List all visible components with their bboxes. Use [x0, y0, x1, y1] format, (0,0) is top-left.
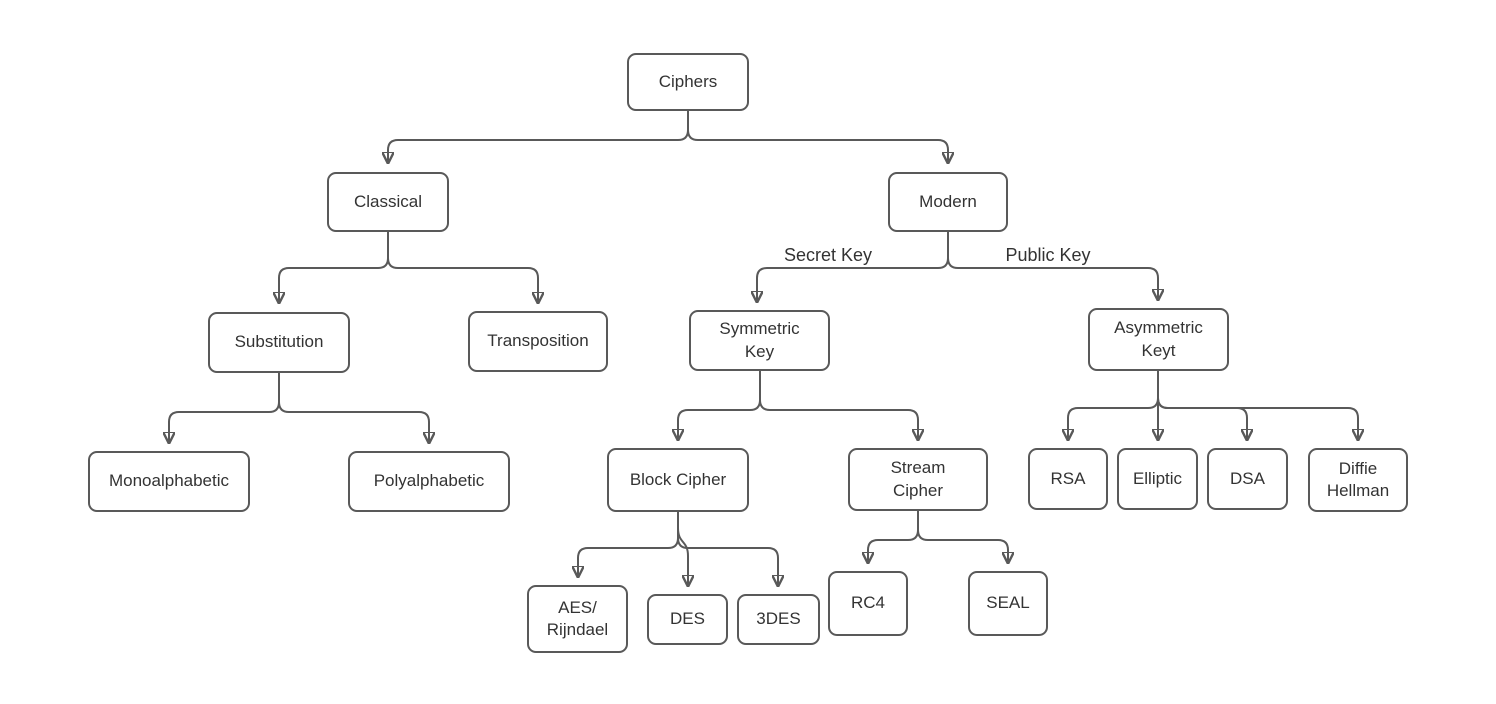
edge-symmetric-stream-cipher: [759, 371, 918, 439]
edge-block-3des: [677, 512, 778, 585]
node-symmetric-key: Symmetric Key: [689, 310, 830, 371]
node-polyalphabetic: Polyalphabetic: [348, 451, 510, 512]
node-block-cipher: Block Cipher: [607, 448, 749, 512]
edge-substitution-polyalphabetic: [278, 373, 429, 442]
edge-substitution-monoalphabetic: [169, 373, 280, 442]
node-seal: SEAL: [968, 571, 1048, 636]
edge-classical-transposition: [387, 232, 538, 302]
node-substitution: Substitution: [208, 312, 350, 373]
edge-stream-seal: [917, 511, 1008, 562]
edge-stream-rc4: [868, 511, 919, 562]
node-monoalphabetic: Monoalphabetic: [88, 451, 250, 512]
edge-ciphers-classical: [388, 111, 689, 162]
node-diffie-hellman: Diffie Hellman: [1308, 448, 1408, 512]
node-elliptic: Elliptic: [1117, 448, 1198, 510]
edge-label-secret-key: Secret Key: [768, 245, 888, 266]
node-ciphers: Ciphers: [627, 53, 749, 111]
node-aes-rijndael: AES/ Rijndael: [527, 585, 628, 653]
edge-block-aes: [578, 512, 679, 576]
node-des: DES: [647, 594, 728, 645]
edge-modern-symmetric: [757, 232, 949, 301]
node-modern: Modern: [888, 172, 1008, 232]
node-asymmetric-key: Asymmetric Keyt: [1088, 308, 1229, 371]
node-3des: 3DES: [737, 594, 820, 645]
edge-classical-substitution: [279, 232, 389, 302]
edge-label-public-key: Public Key: [988, 245, 1108, 266]
node-dsa: DSA: [1207, 448, 1288, 510]
edge-asymmetric-dsa: [1157, 371, 1247, 439]
edge-modern-asymmetric: [947, 232, 1158, 299]
edge-asymmetric-rsa: [1068, 371, 1159, 439]
node-rc4: RC4: [828, 571, 908, 636]
edge-ciphers-modern: [687, 111, 948, 162]
edge-asymmetric-diffie-hellman: [1157, 371, 1358, 439]
node-stream-cipher: Stream Cipher: [848, 448, 988, 511]
node-classical: Classical: [327, 172, 449, 232]
node-transposition: Transposition: [468, 311, 608, 372]
edge-symmetric-block-cipher: [678, 371, 761, 439]
node-rsa: RSA: [1028, 448, 1108, 510]
